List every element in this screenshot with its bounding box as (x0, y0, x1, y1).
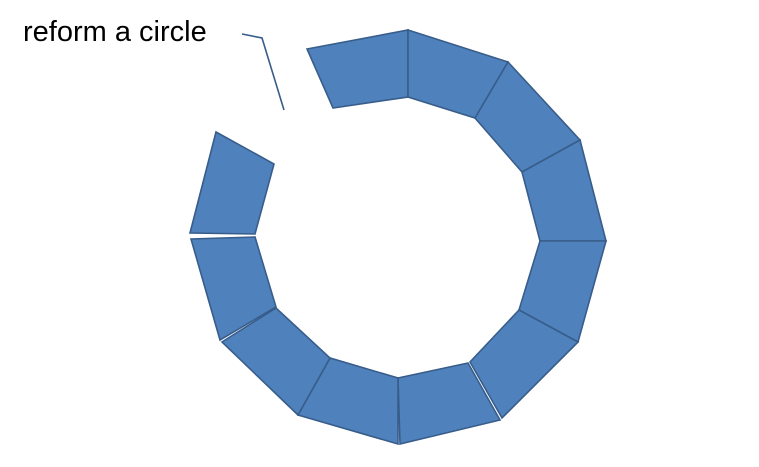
ring-segment[interactable] (305, 29, 409, 109)
ring-segment[interactable] (469, 309, 580, 420)
callout-label: reform a circle (23, 16, 207, 48)
ring-segment[interactable] (220, 306, 332, 417)
displaced-ring-segment[interactable] (188, 130, 275, 235)
ring-segment[interactable] (189, 236, 277, 342)
callout-leader-line (241, 33, 285, 111)
